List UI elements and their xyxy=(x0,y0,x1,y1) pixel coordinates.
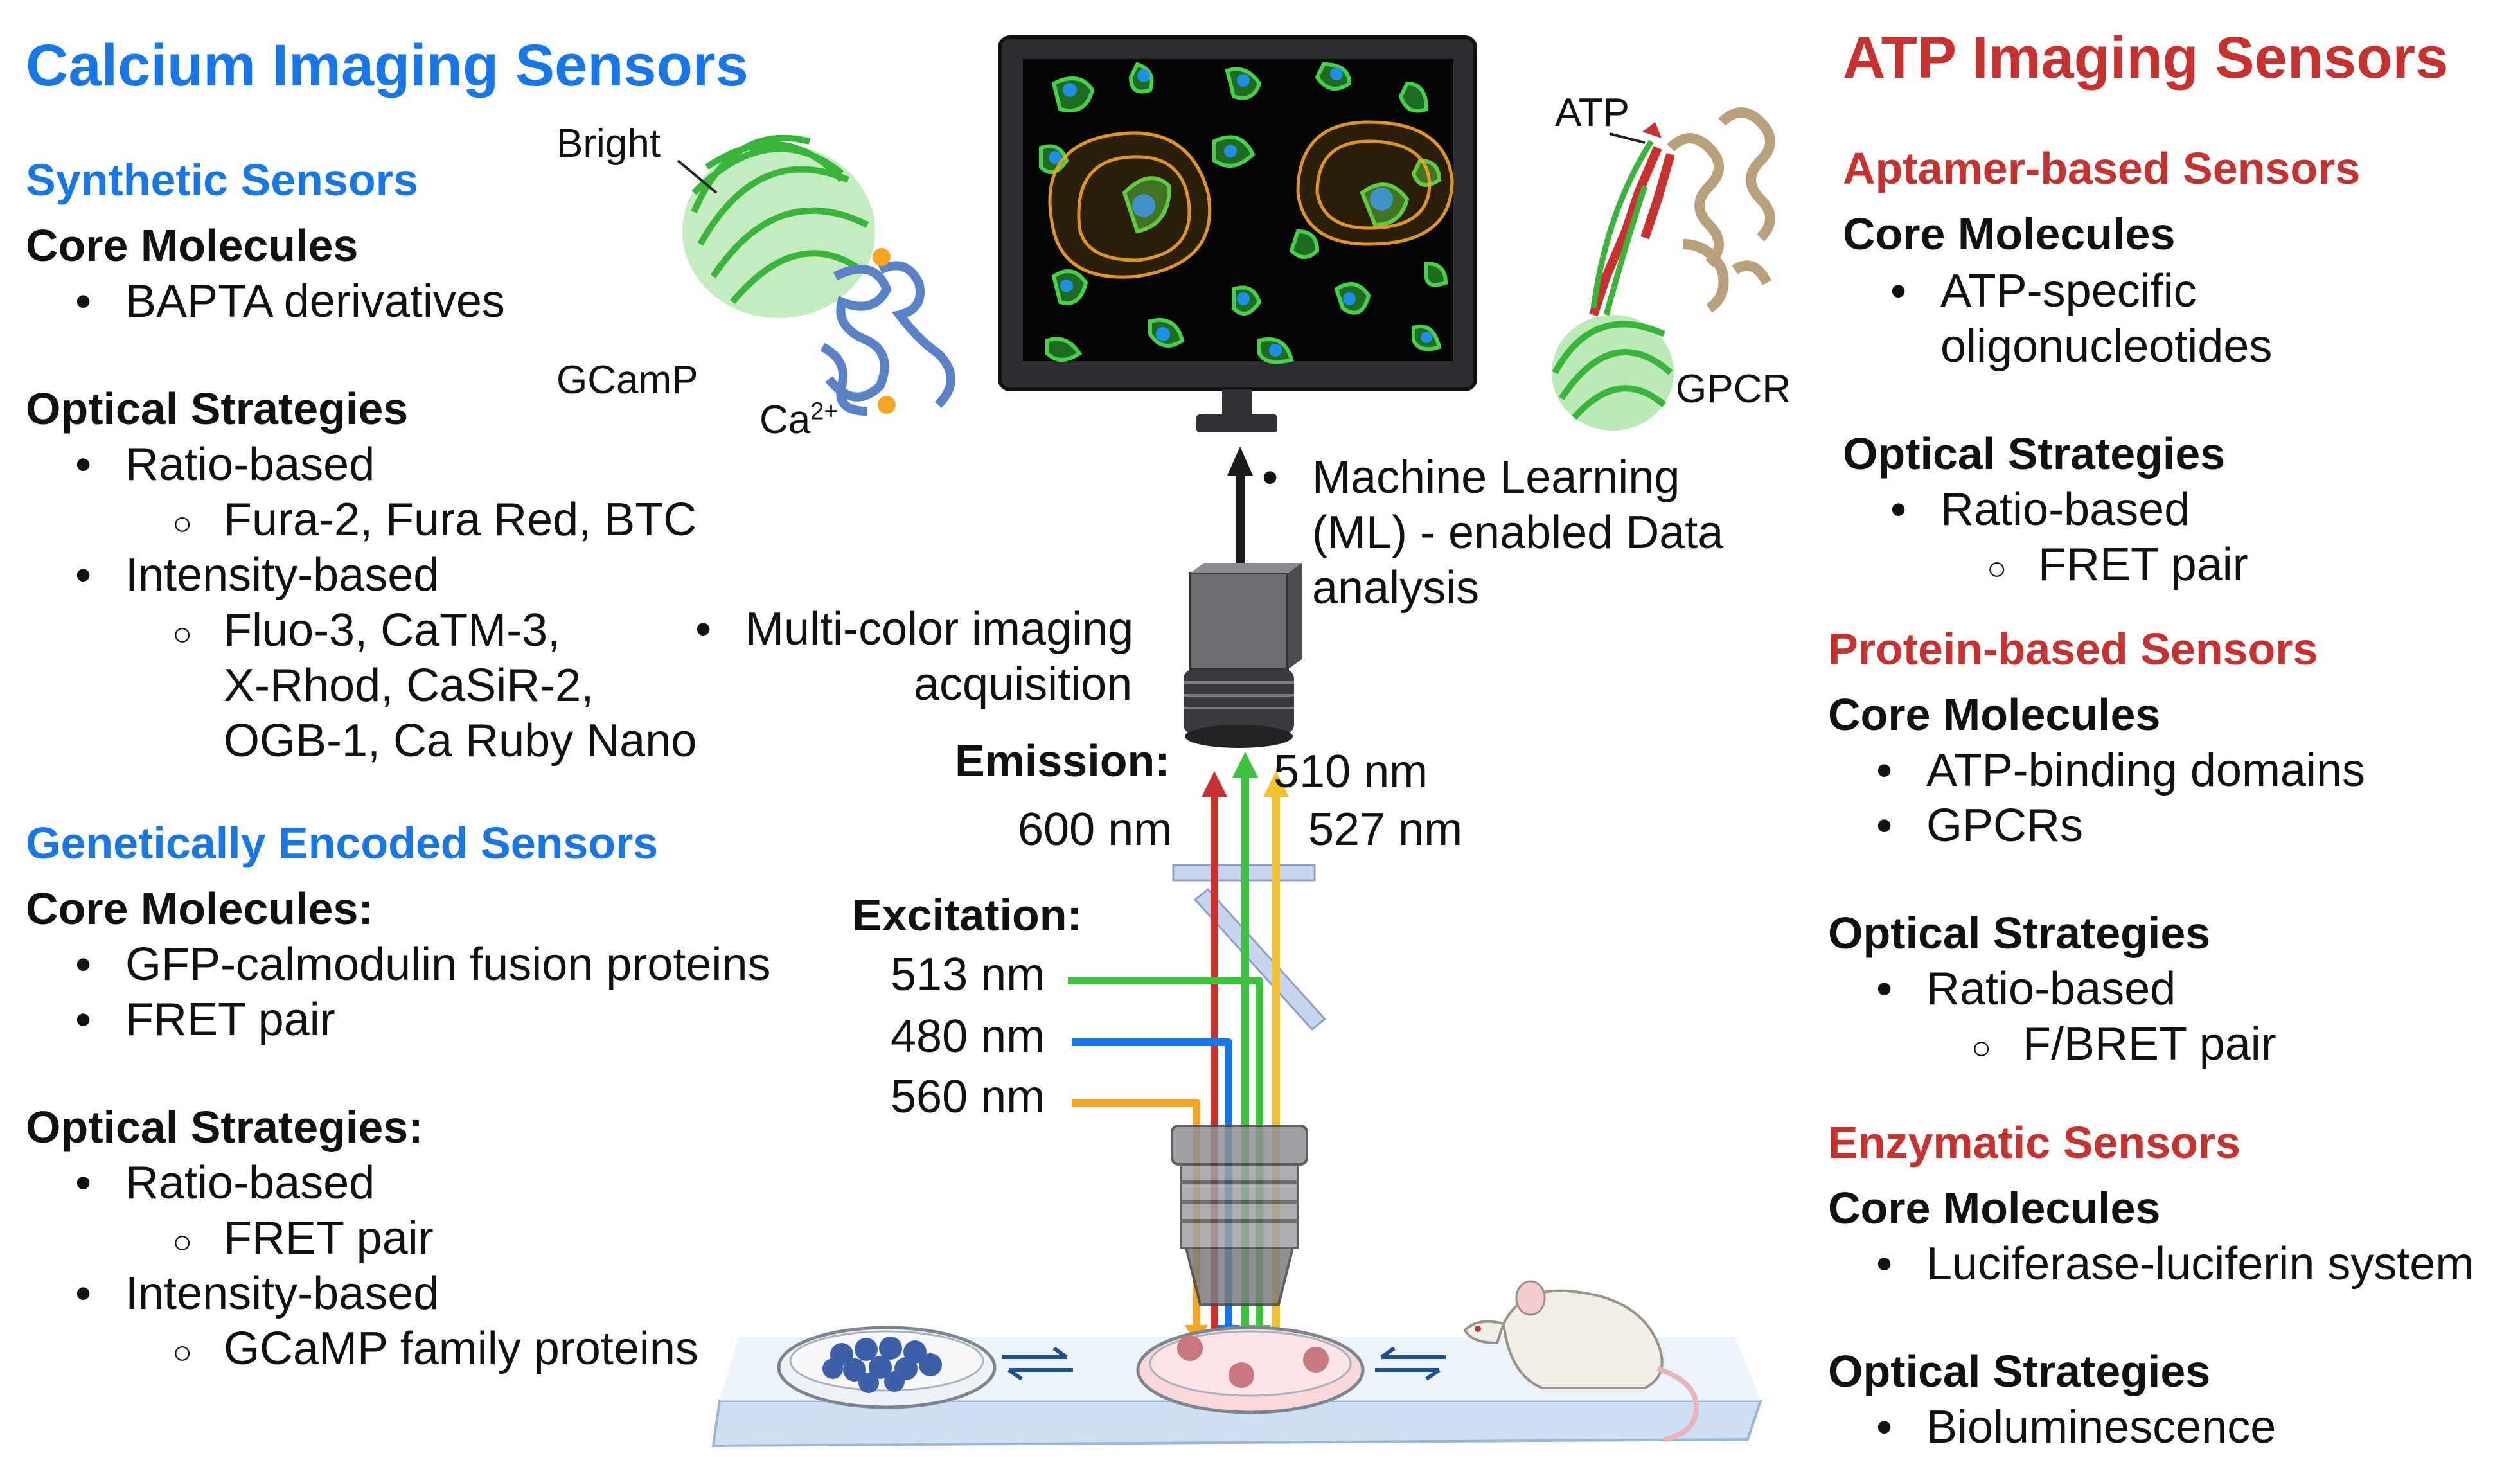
genetic-intensity-label: Intensity-based xyxy=(75,1266,439,1321)
genetic-ratio-item: FRET pair xyxy=(172,1211,434,1270)
aptamer-ratio-label: Ratio-based xyxy=(1890,482,2190,537)
gpcr-label: GPCR xyxy=(1676,367,1791,411)
petri-dish-center xyxy=(1136,1326,1365,1414)
roi-outlines xyxy=(1048,120,1454,279)
excitation-label: Excitation: xyxy=(852,890,1082,940)
synthetic-core-label: Core Molecules xyxy=(26,220,359,271)
bright-label: Bright xyxy=(556,121,661,166)
protein-ratio-label: Ratio-based xyxy=(1876,961,2176,1017)
data-arrow xyxy=(1227,447,1253,565)
synthetic-ratio-label: Ratio-based xyxy=(75,437,375,492)
enzymatic-heading: Enzymatic Sensors xyxy=(1828,1117,2240,1168)
emission-510: 510 nm xyxy=(1273,746,1428,797)
genetic-core-item: GFP-calmodulin fusion proteins xyxy=(75,937,770,992)
synthetic-ratio-items: Fura-2, Fura Red, BTC xyxy=(172,492,697,551)
genetic-ratio-label: Ratio-based xyxy=(75,1155,375,1211)
emission-527: 527 nm xyxy=(1308,804,1463,855)
aptamer-ratio-item: FRET pair xyxy=(1987,537,2248,596)
excitation-513: 513 nm xyxy=(891,949,1045,1000)
mouse xyxy=(1463,1280,1699,1442)
enzymatic-optical-item: Bioluminescence xyxy=(1876,1400,2276,1455)
screen-nuclei xyxy=(1049,67,1432,357)
protein-core-item: ATP-binding domains xyxy=(1876,743,2365,798)
synthetic-intensity-item: X-Rhod, CaSiR-2, xyxy=(224,660,594,711)
emission-label: Emission: xyxy=(955,736,1170,786)
protein-ratio-item: F/BRET pair xyxy=(1971,1017,2276,1076)
protein-core-item: GPCRs xyxy=(1876,798,2083,853)
aptamer-heading: Aptamer-based Sensors xyxy=(1843,143,2361,193)
gcamp-label: GCamP xyxy=(556,358,698,402)
enzymatic-core-item: Luciferase-luciferin system xyxy=(1876,1236,2474,1292)
excitation-560: 560 nm xyxy=(891,1071,1045,1123)
calcium-title: Calcium Imaging Sensors xyxy=(26,33,749,98)
genetic-core-label: Core Molecules: xyxy=(26,884,373,934)
atp-gpcr-protein xyxy=(1552,107,1775,431)
synthetic-intensity-label: Intensity-based xyxy=(75,547,439,603)
synthetic-intensity-item: Fluo-3, CaTM-3, xyxy=(172,603,560,662)
gcamp-protein xyxy=(677,134,955,416)
synthetic-optical-label: Optical Strategies xyxy=(26,384,409,434)
genetic-optical-label: Optical Strategies: xyxy=(26,1102,423,1152)
synthetic-intensity-item: OGB-1, Ca Ruby Nano xyxy=(224,715,697,767)
genetic-intensity-item: GCaMP family proteins xyxy=(172,1321,698,1380)
atp-label: ATP xyxy=(1555,91,1629,135)
calcium-ion-label: Ca2+ xyxy=(759,398,839,442)
aptamer-core-label: Core Molecules xyxy=(1843,209,2176,259)
excitation-480: 480 nm xyxy=(891,1011,1045,1062)
aptamer-core-item: ATP-specific xyxy=(1890,263,2197,319)
genetic-core-item: FRET pair xyxy=(75,992,335,1047)
protein-heading: Protein-based Sensors xyxy=(1828,624,2318,674)
aptamer-optical-label: Optical Strategies xyxy=(1843,429,2226,479)
ml-text: analysis xyxy=(1312,562,1480,614)
synthetic-core-item: BAPTA derivatives xyxy=(75,274,505,329)
synthetic-heading: Synthetic Sensors xyxy=(26,155,418,205)
multicolor-text: acquisition xyxy=(914,659,1133,710)
camera xyxy=(1184,563,1302,748)
protein-optical-label: Optical Strategies xyxy=(1828,908,2211,958)
multicolor-text: Multi-color imaging xyxy=(695,601,1133,657)
aptamer-core-item: oligonucleotides xyxy=(1940,321,2273,372)
protein-core-label: Core Molecules xyxy=(1828,689,2161,740)
atp-title: ATP Imaging Sensors xyxy=(1843,25,2449,91)
emission-600: 600 nm xyxy=(1018,804,1173,855)
exchange-arrows xyxy=(1002,1346,1446,1381)
ml-text: Machine Learning xyxy=(1262,450,1680,505)
ml-text: (ML) - enabled Data xyxy=(1312,507,1724,558)
enzymatic-core-label: Core Molecules xyxy=(1828,1183,2161,1233)
enzymatic-optical-label: Optical Strategies xyxy=(1828,1346,2211,1396)
petri-dish-left xyxy=(777,1326,997,1409)
genetic-heading: Genetically Encoded Sensors xyxy=(26,818,659,868)
objective-lens xyxy=(1171,1125,1308,1306)
